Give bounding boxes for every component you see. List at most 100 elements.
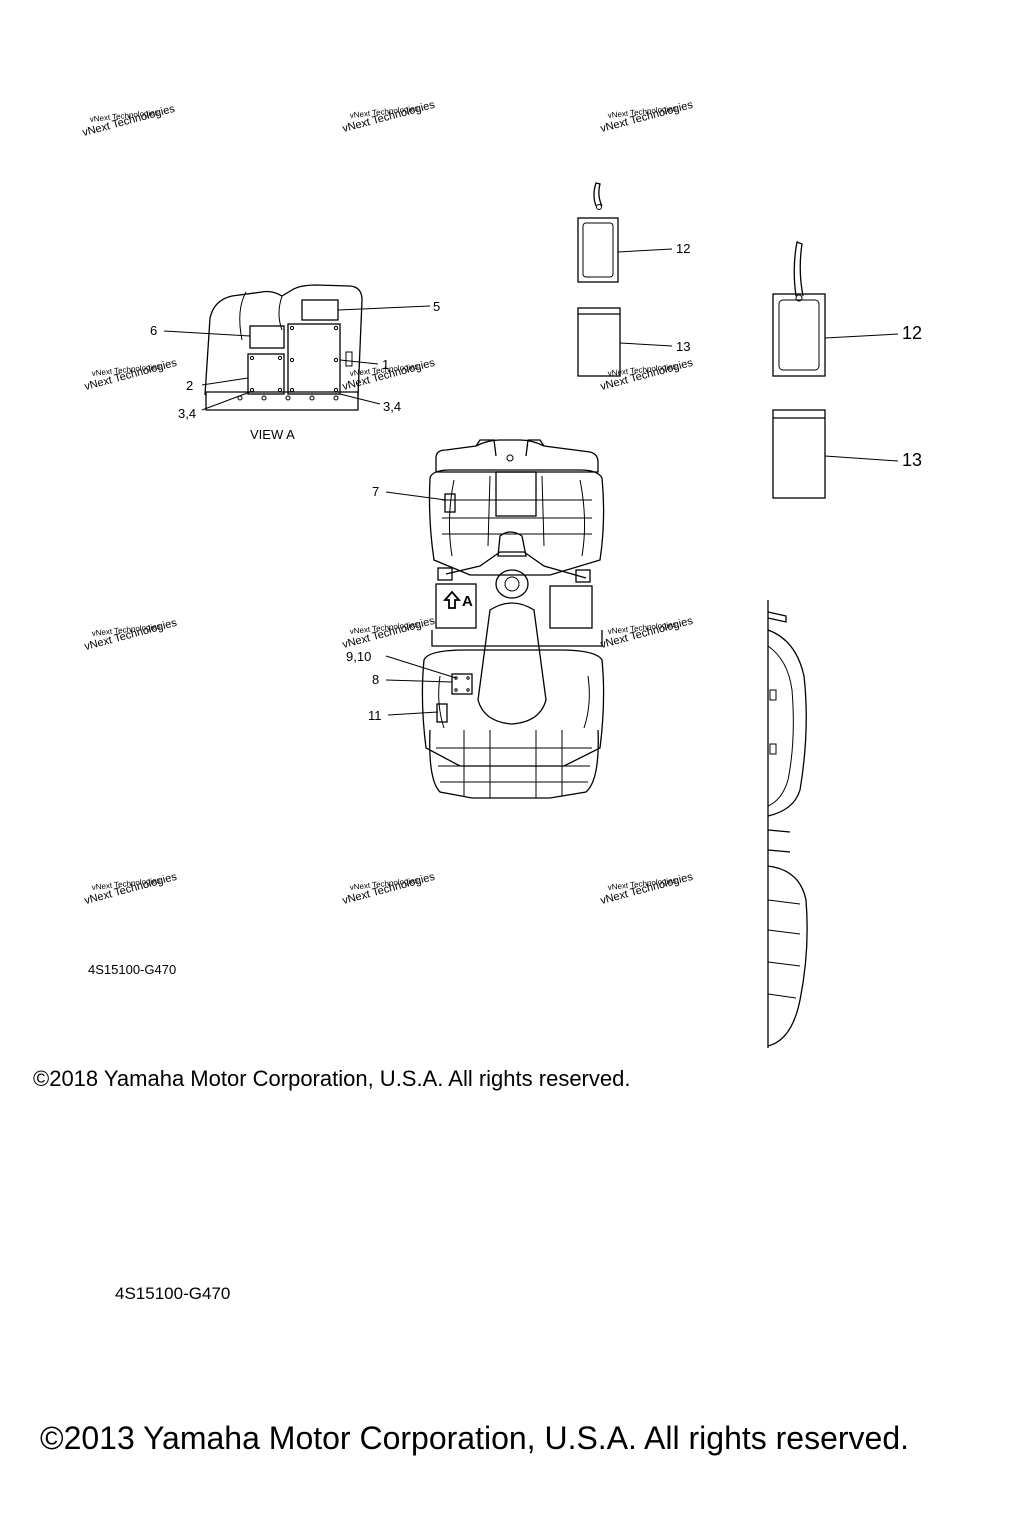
fender-outline	[204, 284, 363, 397]
right-footwell	[549, 585, 593, 629]
callout-1: 1	[382, 357, 389, 372]
plate-2-panel	[247, 353, 285, 395]
tag-and-sticker-large: 12 13	[772, 241, 922, 499]
leader-5	[337, 305, 431, 311]
watermark: vNext Technologies vNext Technologies	[83, 617, 179, 653]
fender-inner-curve	[239, 291, 247, 341]
watermark: vNext Technologies vNext Technologies	[599, 99, 695, 135]
fuel-cap	[504, 576, 520, 592]
rack-rail	[487, 475, 491, 547]
rear-rack-outline	[429, 729, 599, 799]
copyright-2013: ©2013 Yamaha Motor Corporation, U.S.A. A…	[40, 1420, 910, 1456]
screw	[333, 357, 339, 363]
hang-tag-inner	[778, 299, 820, 371]
callout-11: 11	[368, 708, 382, 723]
screw	[466, 688, 470, 692]
fender-base-strip	[205, 391, 359, 411]
callout-13-small: 13	[676, 339, 690, 354]
base-hole	[285, 395, 291, 401]
partial-fender	[767, 629, 807, 817]
screw	[454, 688, 458, 692]
label-5-panel	[301, 299, 339, 321]
left-footwell	[435, 583, 477, 629]
hang-tag-inner	[582, 222, 614, 278]
leader-7	[385, 491, 447, 501]
sticker-13	[772, 409, 826, 499]
leader-8	[385, 679, 453, 683]
watermark: vNext Technologies vNext Technologies	[83, 871, 179, 907]
handlebar	[445, 551, 587, 579]
front-fender	[428, 469, 605, 576]
fender-side-bolt	[345, 351, 353, 367]
screw	[249, 355, 255, 361]
headlight-pod	[497, 531, 527, 557]
screw	[289, 357, 295, 363]
front-rack-handle	[475, 439, 497, 457]
callout-12-large: 12	[902, 323, 922, 343]
copyright-2018: ©2018 Yamaha Motor Corporation, U.S.A. A…	[33, 1066, 631, 1091]
sticker-13	[577, 307, 621, 377]
watermark: vNext Technologies vNext Technologies	[81, 103, 177, 139]
fuel-cap-area	[495, 569, 529, 599]
label-7-panel	[444, 493, 456, 513]
watermark: vNext Technologies vNext Technologies	[83, 357, 179, 393]
leader-34-right	[339, 393, 381, 405]
partial-frame	[767, 849, 791, 853]
callout-2: 2	[186, 378, 193, 393]
front-rack-handle	[525, 439, 545, 457]
partial-rack-tube	[767, 611, 787, 623]
view-a-marker: A	[462, 593, 473, 610]
tag-and-sticker-small: 12 13	[577, 182, 690, 377]
view-a-arrow-icon	[443, 590, 461, 609]
seat	[477, 602, 547, 725]
callout-7: 7	[372, 484, 379, 499]
leader-13-small	[619, 342, 673, 347]
hang-tag-12	[577, 217, 619, 283]
fender-inner-curve	[278, 295, 283, 331]
leader-2	[201, 377, 249, 386]
leader-11	[387, 711, 439, 716]
atv-partial-right	[767, 600, 808, 1048]
watermark: vNext Technologies vNext Technologies	[341, 871, 437, 907]
callout-5: 5	[433, 299, 440, 314]
screw	[289, 325, 295, 331]
partial-fender-inner	[767, 645, 794, 807]
rack-rail	[448, 479, 455, 557]
rear-side-rail	[583, 675, 590, 729]
diagram-code: 4S15100-G470	[88, 962, 177, 977]
right-grip	[575, 569, 591, 583]
label-6-panel	[249, 325, 285, 349]
callout-3-4-right: 3,4	[383, 399, 401, 414]
front-storage-lid	[495, 471, 537, 517]
callout-8: 8	[372, 672, 379, 687]
rack-rail	[541, 475, 545, 547]
rack-bolt	[506, 454, 514, 462]
tag-string	[593, 182, 603, 207]
screw	[333, 325, 339, 331]
label-11-panel	[436, 703, 448, 723]
plate-8-panel	[451, 673, 473, 695]
diagram-code-large: 4S15100-G470	[115, 1284, 231, 1303]
leader-13-large	[824, 455, 899, 462]
leader-34-left	[201, 391, 251, 411]
callout-9-10: 9,10	[346, 649, 371, 664]
callout-12-small: 12	[676, 241, 690, 256]
callout-3-4-left: 3,4	[178, 406, 196, 421]
rear-fender	[421, 649, 605, 767]
watermark: vNext Technologies vNext Technologies	[599, 357, 695, 393]
callout-13-large: 13	[902, 450, 922, 470]
screw	[289, 387, 295, 393]
watermark: vNext Technologies vNext Technologies	[599, 871, 695, 907]
leader-12-large	[824, 333, 899, 339]
rear-side-rail	[438, 675, 445, 729]
front-rack-outline	[435, 439, 599, 473]
plate-1-panel	[287, 323, 341, 395]
screw	[277, 387, 283, 393]
screw	[466, 676, 470, 680]
watermark-grid: vNext Technologies vNext Technologies vN…	[81, 99, 695, 907]
watermark: vNext Technologies vNext Technologies	[341, 99, 437, 135]
left-grip	[437, 567, 453, 581]
callout-6: 6	[150, 323, 157, 338]
leader-1	[339, 359, 379, 365]
leader-12-small	[617, 248, 673, 253]
